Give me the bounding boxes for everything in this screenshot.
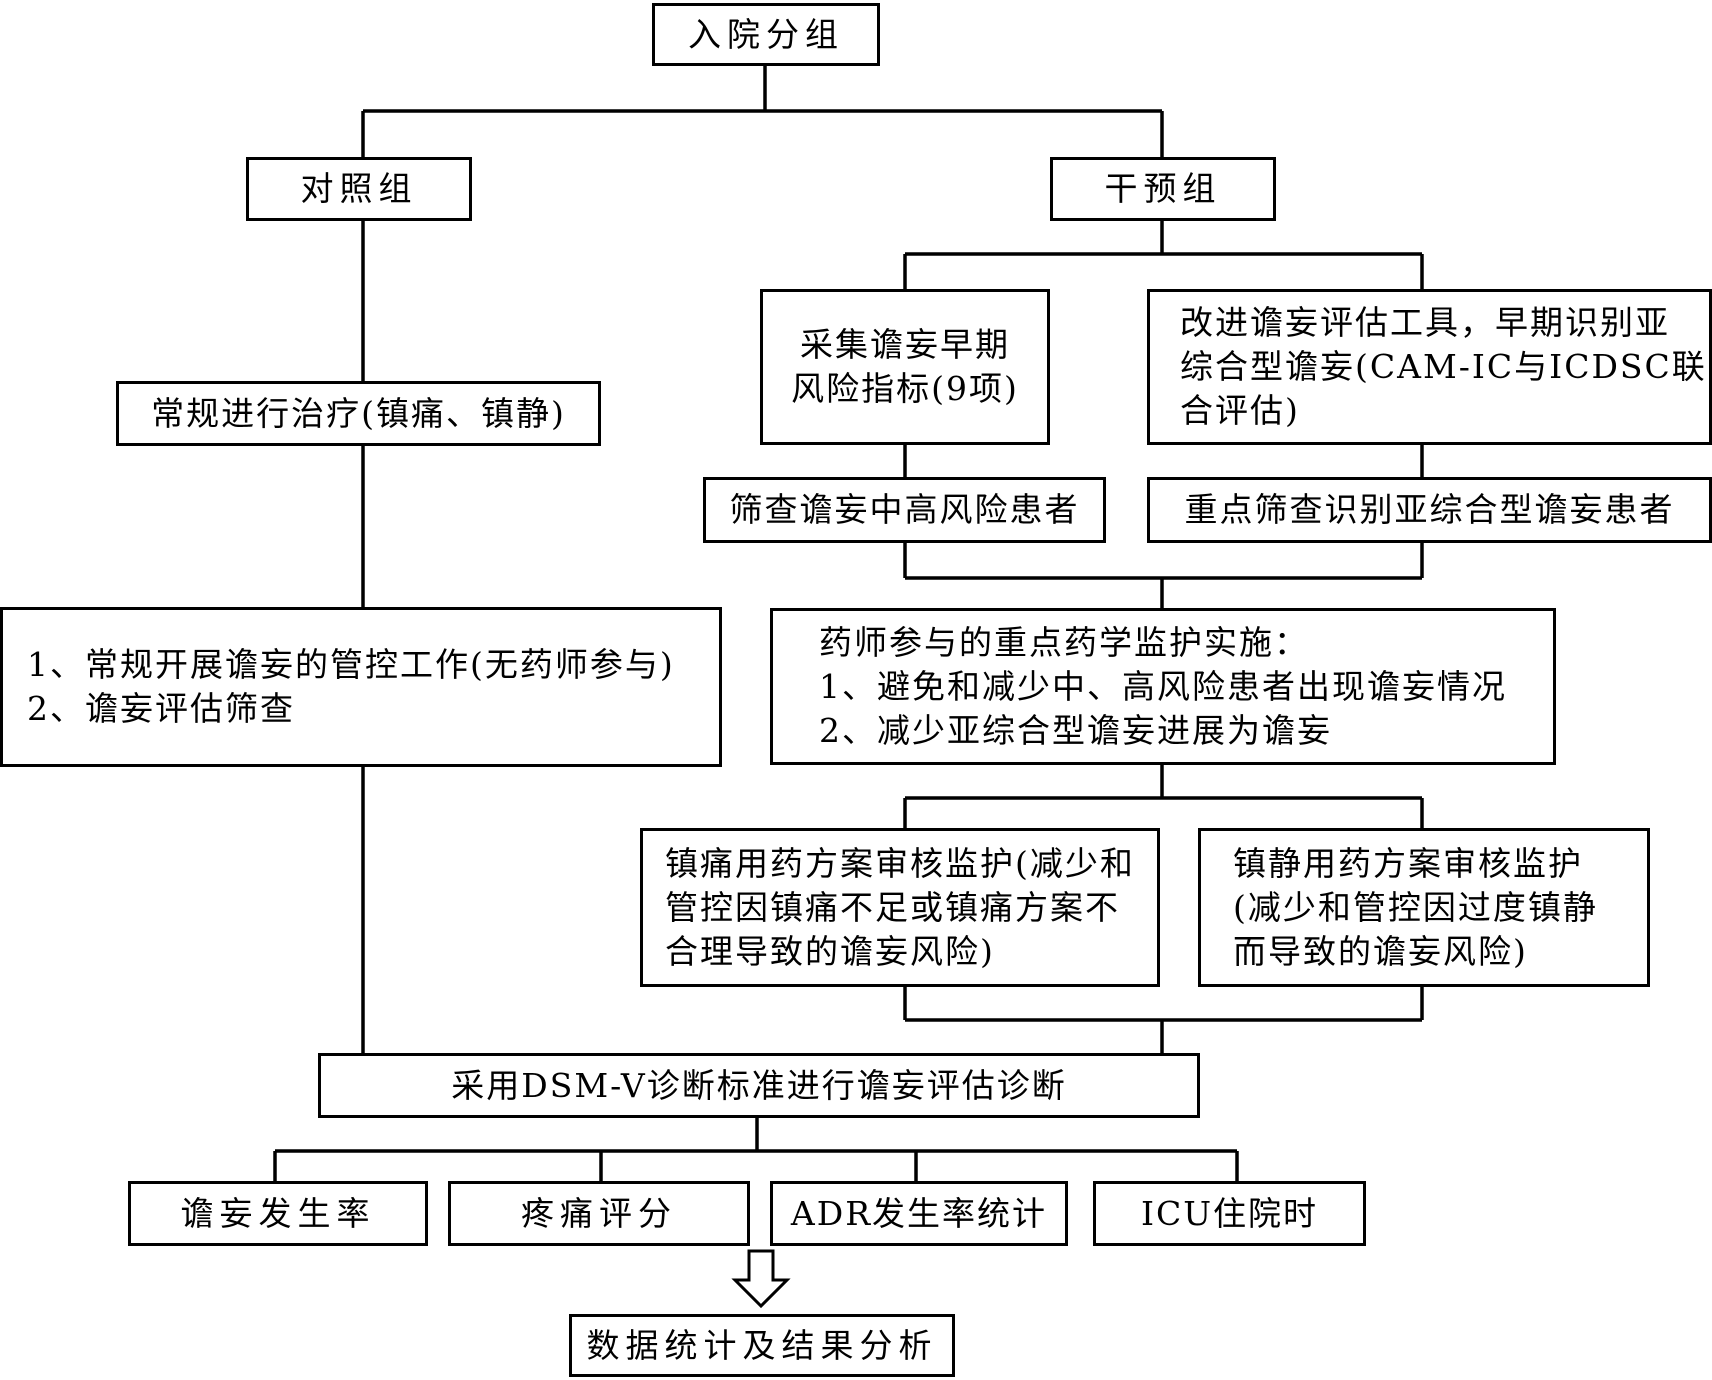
title-box: 入院分组 xyxy=(652,3,880,66)
analgesia-review-line-2: 管控因镇痛不足或镇痛方案不 xyxy=(665,887,1120,927)
control-work-line-2: 2、谵妄评估筛查 xyxy=(27,689,295,728)
routine-treatment-box: 常规进行治疗(镇痛、镇静) xyxy=(116,381,601,446)
outcome-box-delirium-incidence: 谵妄发生率 xyxy=(128,1181,428,1246)
analgesia-review-line-1: 镇痛用药方案审核监护(减少和 xyxy=(665,843,1135,883)
screen-subsyndromal-box: 重点筛查识别亚综合型谵妄患者 xyxy=(1147,477,1712,543)
control-work-line-1: 1、常规开展谵妄的管控工作(无药师参与) xyxy=(27,645,675,684)
outcome-label: ICU住院时 xyxy=(1140,1193,1319,1233)
title-text: 入院分组 xyxy=(688,14,844,54)
outcome-label: 疼痛评分 xyxy=(521,1193,677,1233)
assessment-tools-box: 改进谵妄评估工具，早期识别亚 综合型谵妄(CAM-IC与ICDSC联 合评估) xyxy=(1147,289,1712,445)
pharmaceutical-care-box: 药师参与的重点药学监护实施： 1、避免和减少中、高风险患者出现谵妄情况 2、减少… xyxy=(770,608,1556,765)
intervention-group-box: 干预组 xyxy=(1050,157,1276,221)
outcome-label: 谵妄发生率 xyxy=(180,1193,376,1233)
control-work-box: 1、常规开展谵妄的管控工作(无药师参与) 2、谵妄评估筛查 xyxy=(0,607,722,767)
sedation-review-line-2: (减少和管控因过度镇静 xyxy=(1233,887,1598,927)
risk-indicators-line-2: 风险指标(9项) xyxy=(791,369,1019,408)
risk-indicators-box: 采集谵妄早期 风险指标(9项) xyxy=(760,289,1050,445)
analysis-box: 数据统计及结果分析 xyxy=(569,1314,955,1377)
screen-high-risk-text: 筛查谵妄中高风险患者 xyxy=(729,490,1080,529)
down-arrow-icon xyxy=(731,1249,791,1309)
screen-subsyndromal-text: 重点筛查识别亚综合型谵妄患者 xyxy=(1184,490,1675,529)
outcome-label: ADR发生率统计 xyxy=(790,1193,1048,1233)
control-group-label: 对照组 xyxy=(300,169,418,208)
assessment-tools-line-2: 综合型谵妄(CAM-IC与ICDSC联 xyxy=(1180,347,1707,386)
assessment-tools-line-1: 改进谵妄评估工具，早期识别亚 xyxy=(1180,303,1670,342)
intervention-group-label: 干预组 xyxy=(1104,169,1222,208)
analysis-text: 数据统计及结果分析 xyxy=(586,1325,938,1365)
pharmaceutical-care-line-1: 1、避免和减少中、高风险患者出现谵妄情况 xyxy=(819,666,1507,706)
outcome-box-icu-stay: ICU住院时 xyxy=(1093,1181,1366,1246)
assessment-tools-line-3: 合评估) xyxy=(1180,391,1300,430)
pharmaceutical-care-line-2: 2、减少亚综合型谵妄进展为谵妄 xyxy=(819,710,1332,750)
diagnosis-text: 采用DSM-V诊断标准进行谵妄评估诊断 xyxy=(451,1065,1067,1105)
analgesia-review-box: 镇痛用药方案审核监护(减少和 管控因镇痛不足或镇痛方案不 合理导致的谵妄风险) xyxy=(640,828,1160,987)
analgesia-review-line-3: 合理导致的谵妄风险) xyxy=(665,931,995,971)
risk-indicators-line-1: 采集谵妄早期 xyxy=(800,325,1010,364)
outcome-box-pain-score: 疼痛评分 xyxy=(448,1181,750,1246)
control-group-box: 对照组 xyxy=(246,157,472,221)
sedation-review-box: 镇静用药方案审核监护 (减少和管控因过度镇静 而导致的谵妄风险) xyxy=(1198,828,1650,987)
sedation-review-line-3: 而导致的谵妄风险) xyxy=(1233,931,1528,971)
outcome-box-adr-rate: ADR发生率统计 xyxy=(770,1181,1068,1246)
pharmaceutical-care-heading: 药师参与的重点药学监护实施： xyxy=(819,622,1309,662)
sedation-review-line-1: 镇静用药方案审核监护 xyxy=(1233,843,1583,883)
routine-treatment-text: 常规进行治疗(镇痛、镇静) xyxy=(151,393,566,433)
diagnosis-box: 采用DSM-V诊断标准进行谵妄评估诊断 xyxy=(318,1053,1200,1118)
screen-high-risk-box: 筛查谵妄中高风险患者 xyxy=(703,477,1106,543)
